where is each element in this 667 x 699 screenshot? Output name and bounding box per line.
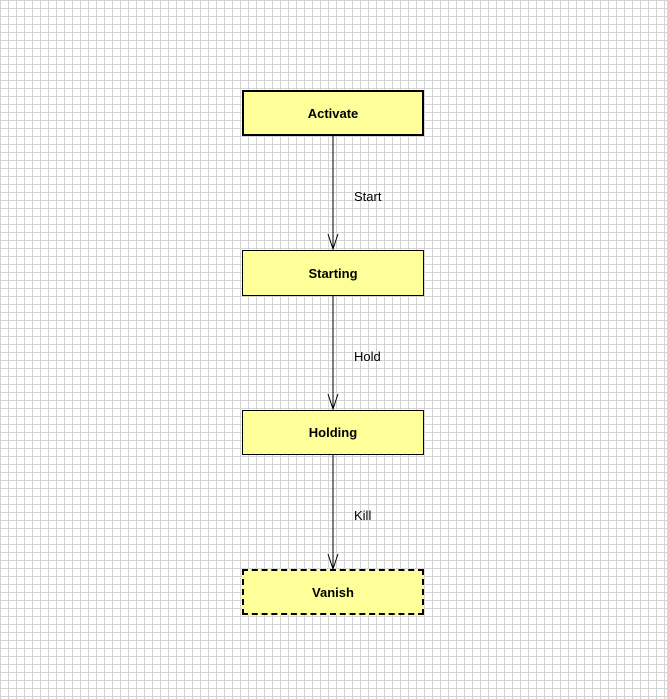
transition-start[interactable]: [327, 136, 339, 251]
state-holding-label: Holding: [308, 425, 358, 440]
transition-start-arrowhead: [327, 233, 339, 251]
state-starting[interactable]: Starting: [242, 250, 424, 296]
transition-hold-arrowhead: [327, 393, 339, 411]
state-vanish[interactable]: Vanish: [242, 569, 424, 615]
transition-hold-label: Hold: [354, 349, 381, 364]
state-activate-label: Activate: [307, 105, 359, 121]
state-holding[interactable]: Holding: [242, 410, 424, 455]
state-vanish-label: Vanish: [312, 584, 354, 600]
transition-kill[interactable]: [327, 455, 339, 571]
transition-start-label: Start: [354, 189, 382, 204]
state-starting-label: Starting: [308, 265, 358, 281]
state-activate[interactable]: Activate: [242, 90, 424, 136]
transition-kill-label: Kill: [354, 508, 372, 523]
transition-hold[interactable]: [327, 296, 339, 411]
